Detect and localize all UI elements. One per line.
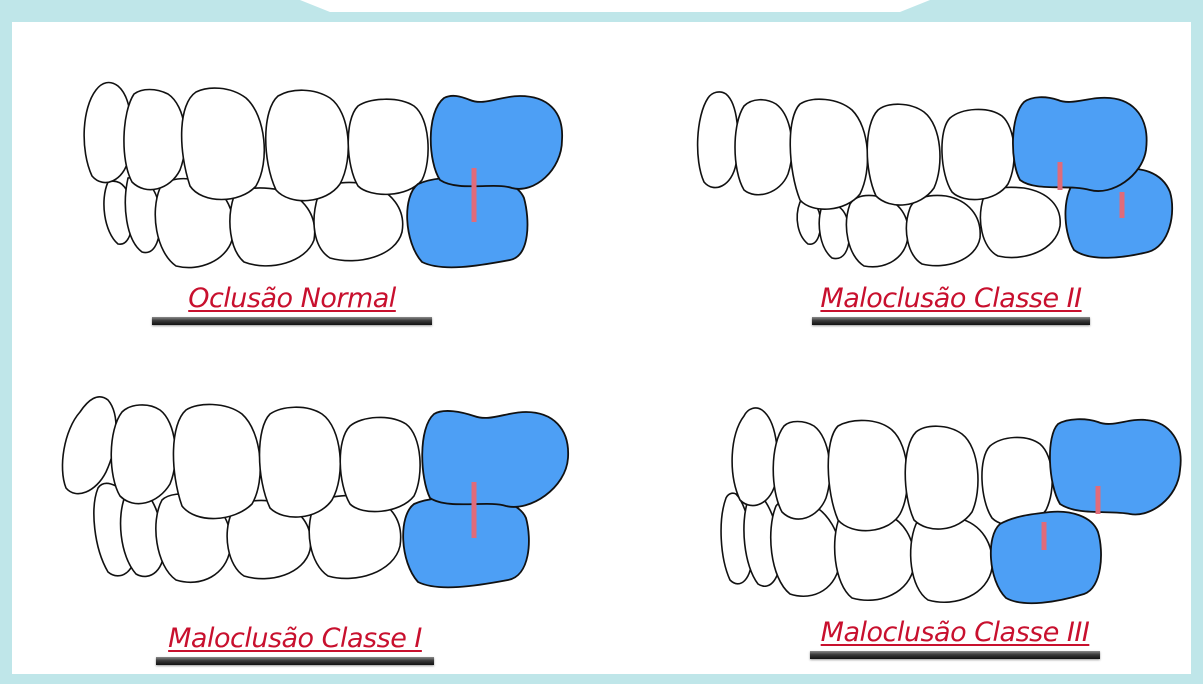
upper-tooth <box>266 90 349 200</box>
upper-tooth <box>828 420 907 530</box>
lower-first-molar <box>407 178 527 268</box>
caption-underbar <box>156 657 434 665</box>
upper-tooth <box>260 407 341 517</box>
upper-tooth <box>62 397 116 494</box>
upper-tooth <box>173 404 260 518</box>
upper-tooth <box>124 90 185 190</box>
upper-tooth <box>340 417 420 511</box>
caption-underbar <box>812 317 1090 325</box>
label-malocclusion-class-iii: Maloclusão Classe III <box>810 616 1100 659</box>
caption-underbar <box>810 651 1100 659</box>
upper-tooth <box>698 92 738 188</box>
upper-tooth <box>182 88 265 199</box>
upper-tooth <box>905 426 978 529</box>
label-occlusion-normal: Oclusão Normal <box>152 282 432 325</box>
diagram-malocclusion-class-iii <box>721 408 1181 603</box>
frame-notch-top <box>300 0 930 12</box>
caption-text: Oclusão Normal <box>152 282 432 316</box>
upper-first-molar <box>422 411 568 507</box>
upper-first-molar <box>1013 97 1147 191</box>
caption-text: Maloclusão Classe III <box>810 616 1100 650</box>
upper-tooth <box>111 405 175 504</box>
caption-text: Maloclusão Classe II <box>812 282 1090 316</box>
lower-first-molar <box>403 498 529 588</box>
upper-tooth <box>732 408 777 506</box>
caption-text: Maloclusão Classe I <box>156 622 434 656</box>
upper-tooth <box>735 100 792 195</box>
label-malocclusion-class-i: Maloclusão Classe I <box>156 622 434 665</box>
upper-first-molar <box>1050 419 1181 514</box>
upper-tooth <box>348 99 428 194</box>
label-malocclusion-class-ii: Maloclusão Classe II <box>812 282 1090 325</box>
caption-underbar <box>152 317 432 325</box>
diagram-malocclusion-class-ii <box>698 92 1173 267</box>
upper-tooth <box>867 104 940 205</box>
upper-first-molar <box>431 96 562 189</box>
lower-tooth <box>980 187 1060 257</box>
diagram-malocclusion-class-i <box>62 397 568 588</box>
lower-tooth <box>906 196 980 266</box>
lower-tooth <box>846 195 908 266</box>
upper-tooth <box>790 99 867 209</box>
upper-tooth <box>773 422 830 520</box>
lower-tooth <box>911 516 993 602</box>
upper-tooth <box>942 109 1014 199</box>
diagram-occlusion-normal <box>84 83 562 268</box>
lower-tooth <box>819 204 849 259</box>
